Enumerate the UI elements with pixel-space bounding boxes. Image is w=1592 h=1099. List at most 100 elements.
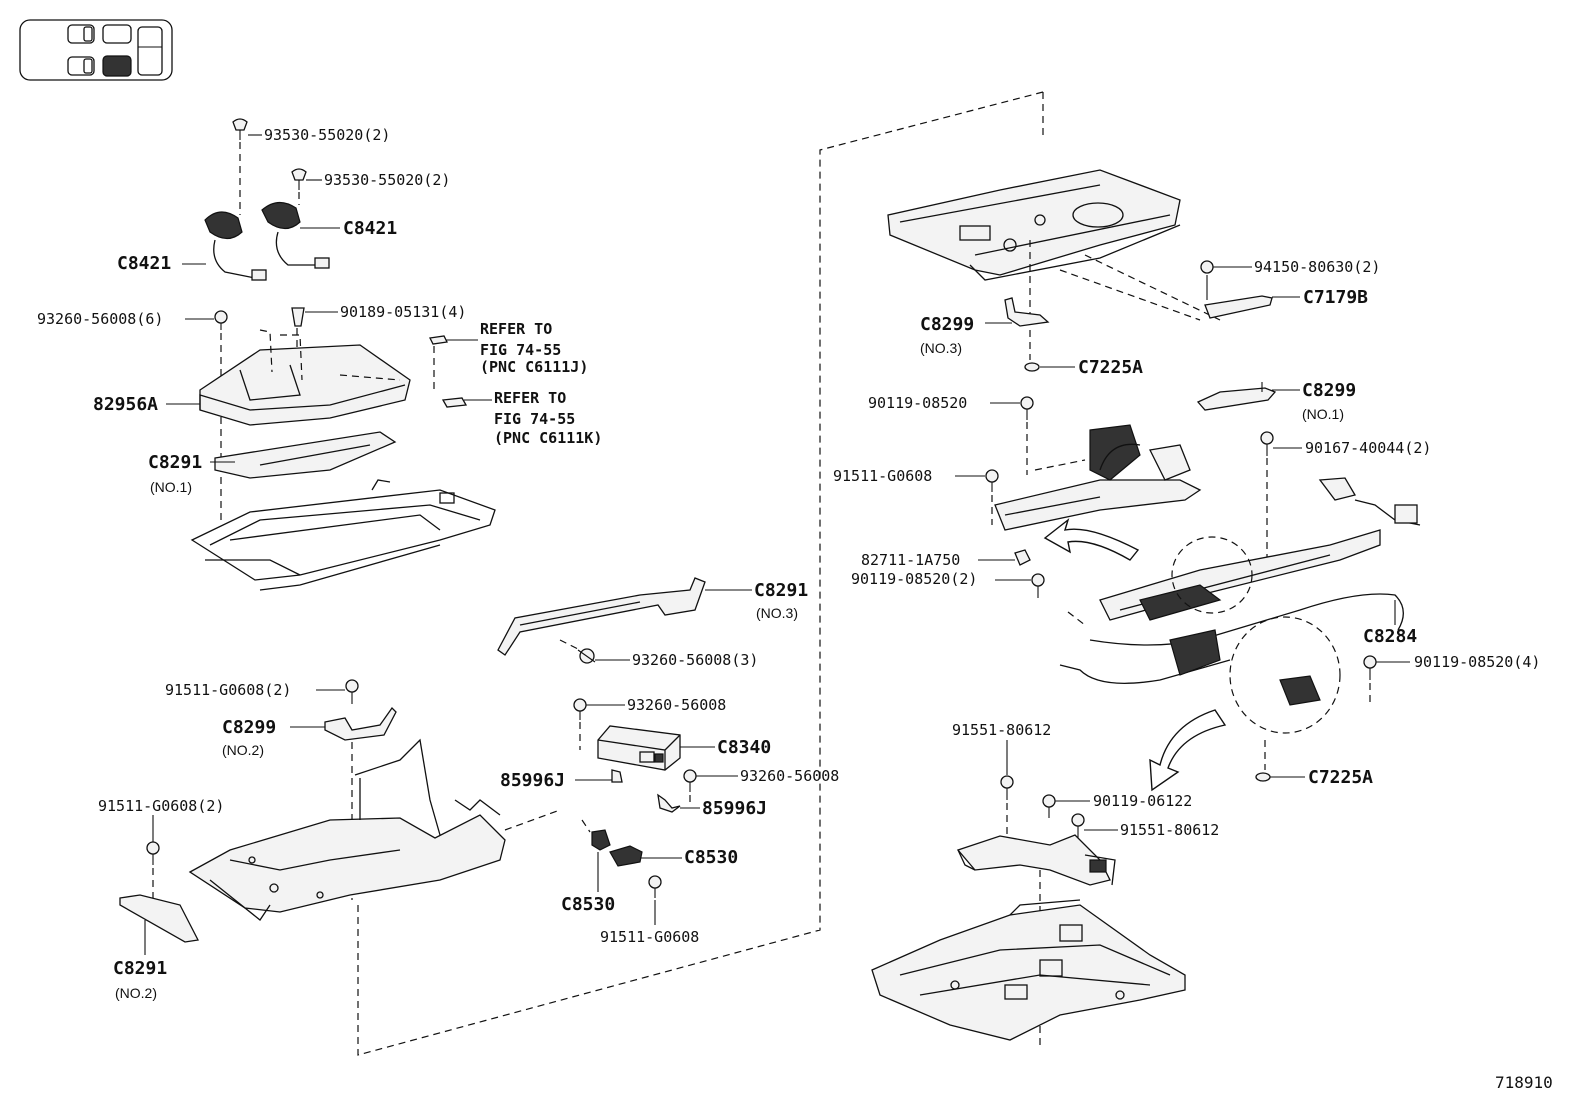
bolt-icon (1000, 775, 1014, 800)
switch-c8530-left (591, 829, 611, 851)
screw-icon (985, 469, 999, 492)
label-c8291-no1-note: (NO.1) (150, 479, 192, 495)
label-c8530-right: C8530 (684, 847, 738, 868)
direction-arrow-icon (1149, 709, 1227, 792)
wire-harness-c8284 (1059, 477, 1421, 706)
label-94150-80630: 94150-80630(2) (1254, 258, 1380, 276)
label-85996j-right: 85996J (702, 798, 767, 819)
cover-plate-c8291-no3 (497, 577, 706, 656)
switch-c8421-right (261, 201, 330, 269)
seat-adjuster-motor (994, 424, 1202, 531)
label-91551-80612-upper: 91551-80612 (952, 721, 1051, 739)
label-c8299-no3-note: (NO.3) (920, 340, 962, 356)
label-93260-56008-b: 93260-56008 (740, 767, 839, 785)
label-85996j-left: 85996J (500, 770, 565, 791)
cover-plate-c8291-no1 (214, 431, 397, 479)
vehicle-seat-location-icon (19, 19, 173, 81)
refer-note-1-line1: REFER TO (480, 320, 552, 338)
label-90119-08520-4: 90119-08520(4) (1414, 653, 1540, 671)
label-93260-56008-a: 93260-56008 (627, 696, 726, 714)
screw-icon (683, 769, 697, 792)
label-91551-80612-lower: 91551-80612 (1120, 821, 1219, 839)
label-c7225a-bottom: C7225A (1308, 767, 1373, 788)
screw-icon (648, 875, 662, 898)
label-91511-g0608-2-upper: 91511-G0608(2) (165, 681, 291, 699)
label-90167-40044: 90167-40044(2) (1305, 439, 1431, 457)
refer-note-2-line1: REFER TO (494, 389, 566, 407)
nut-icon (1200, 260, 1214, 274)
refer-marker-1 (429, 335, 448, 345)
seat-frame-lower-left (188, 738, 561, 921)
label-c7225a-top: C7225A (1078, 357, 1143, 378)
grommet-c7225a-top (1024, 362, 1040, 372)
cable-c7179b (1204, 295, 1273, 319)
clip-icon (1014, 549, 1031, 566)
refer-note-2-line3: (PNC C6111K) (494, 429, 602, 447)
label-93260-56008-6: 93260-56008(6) (37, 310, 163, 328)
bracket-85996j-left (611, 769, 623, 783)
label-91511-g0608-2-lower: 91511-G0608(2) (98, 797, 224, 815)
bracket-85996j-right (657, 793, 681, 813)
screw-icon (573, 698, 587, 720)
screw-icon (214, 310, 228, 330)
label-91511-g0608-right: 91511-G0608 (833, 467, 932, 485)
label-c8291-no3-note: (NO.3) (756, 605, 798, 621)
label-c7179b: C7179B (1303, 287, 1368, 308)
control-module-c8340 (597, 725, 681, 771)
refer-note-1-line3: (PNC C6111J) (480, 358, 588, 376)
seat-cushion-cover (199, 329, 411, 426)
label-c8340: C8340 (717, 737, 771, 758)
refer-note-1-line2: FIG 74-55 (480, 341, 561, 359)
bolt-icon (1260, 431, 1274, 456)
direction-arrow-icon (1043, 518, 1140, 561)
screw-icon (146, 841, 160, 865)
label-93260-56008-3: 93260-56008(3) (632, 651, 758, 669)
label-c8299-no2-note: (NO.2) (222, 742, 264, 758)
label-c8291-no1: C8291 (148, 452, 202, 473)
bolt-icon (1020, 396, 1034, 420)
label-c8284: C8284 (1363, 626, 1417, 647)
label-90119-08520-2: 90119-08520(2) (851, 570, 977, 588)
screw-icon (232, 118, 248, 140)
label-c8299-no3: C8299 (920, 314, 974, 335)
group-boundary (357, 91, 1044, 1056)
grommet-c7225a-bottom (1255, 772, 1271, 782)
screw-icon (291, 168, 307, 190)
switch-c8421-left (204, 211, 267, 281)
label-c8421-right: C8421 (343, 218, 397, 239)
figure-number: 718910 (1495, 1073, 1553, 1092)
bolt-icon (1042, 794, 1056, 818)
bracket-c8299-no1 (1196, 382, 1277, 411)
screw-icon (345, 679, 359, 704)
label-c8299-no2: C8299 (222, 717, 276, 738)
label-82711-1a750: 82711-1A750 (861, 551, 960, 569)
label-c8291-no2-note: (NO.2) (115, 985, 157, 1001)
detail-circle (1229, 616, 1341, 734)
detail-circle (1171, 536, 1253, 614)
clip-icon (291, 307, 305, 327)
label-c8291-no3: C8291 (754, 580, 808, 601)
label-c8299-no1-note: (NO.1) (1302, 406, 1344, 422)
label-93530-55020-upper: 93530-55020(2) (264, 126, 390, 144)
seat-track-assembly (887, 169, 1181, 281)
switch-c8530-right (609, 845, 643, 867)
label-c8299-no1: C8299 (1302, 380, 1356, 401)
label-91511-g0608: 91511-G0608 (600, 928, 699, 946)
label-c8421-left: C8421 (117, 253, 171, 274)
refer-marker-2 (441, 397, 468, 408)
seat-frame-left (190, 479, 496, 591)
label-90119-08520: 90119-08520 (868, 394, 967, 412)
bolt-icon (1363, 655, 1377, 680)
bracket-c8299-no2 (324, 706, 397, 741)
seat-frame-lower-right (871, 899, 1186, 1041)
bolt-icon (1071, 813, 1085, 838)
refer-note-2-line2: FIG 74-55 (494, 410, 575, 428)
label-90189-05131: 90189-05131(4) (340, 303, 466, 321)
label-c8530-left: C8530 (561, 894, 615, 915)
screw-icon (577, 648, 596, 664)
label-93530-55020-lower: 93530-55020(2) (324, 171, 450, 189)
label-82956a: 82956A (93, 394, 158, 415)
label-90119-06122: 90119-06122 (1093, 792, 1192, 810)
bolt-icon (1031, 573, 1045, 598)
